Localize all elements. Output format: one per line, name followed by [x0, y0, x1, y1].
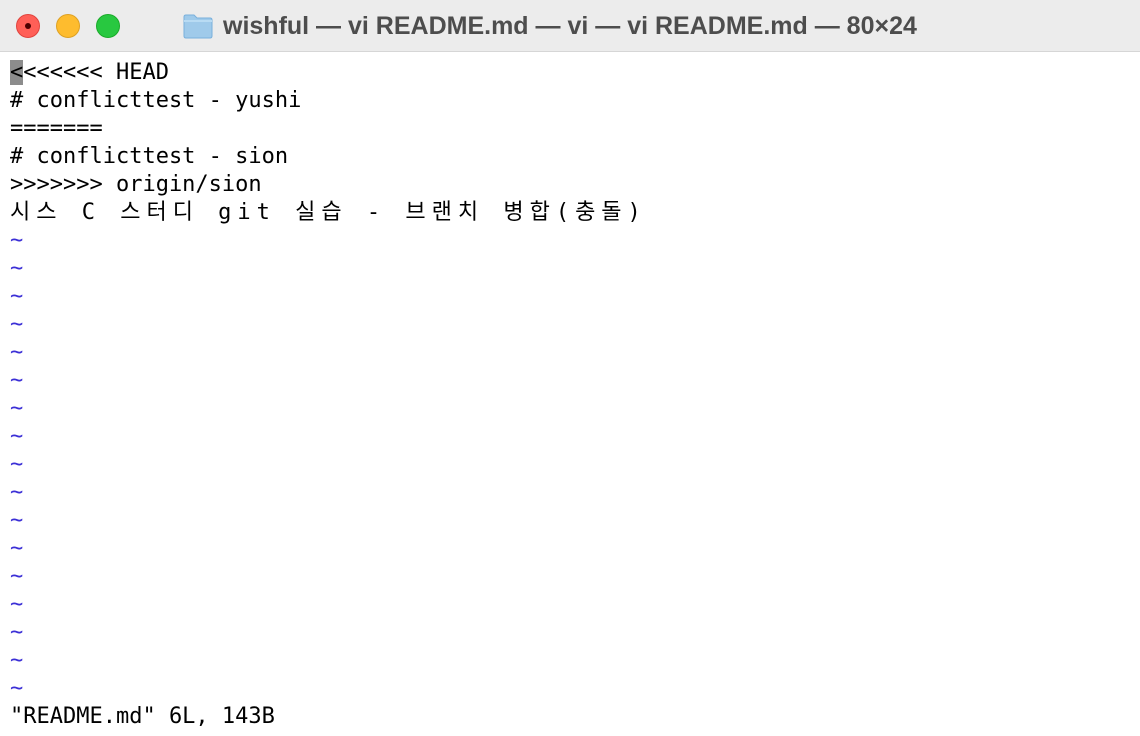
close-button[interactable] [16, 14, 40, 38]
empty-line-tilde: ~ [10, 368, 24, 393]
empty-line-tilde: ~ [10, 396, 24, 421]
window-title-group: wishful — vi README.md — vi — vi README.… [183, 10, 917, 42]
close-icon [25, 23, 31, 29]
empty-line-tilde: ~ [10, 592, 24, 617]
buffer-line: ======= [10, 116, 103, 141]
empty-line-tilde: ~ [10, 256, 24, 281]
buffer-line: >>>>>>> origin/sion [10, 172, 262, 197]
zoom-button[interactable] [96, 14, 120, 38]
buffer-line: # conflicttest - sion [10, 144, 289, 169]
minimize-button[interactable] [56, 14, 80, 38]
folder-icon [183, 14, 213, 39]
empty-line-tilde: ~ [10, 564, 24, 589]
empty-line-tilde: ~ [10, 340, 24, 365]
empty-line-tilde: ~ [10, 676, 24, 701]
buffer-line: 시스 C 스터디 git 실습 - 브랜치 병합(충돌) [10, 200, 647, 225]
empty-line-tilde: ~ [10, 452, 24, 477]
window-title: wishful — vi README.md — vi — vi README.… [223, 11, 917, 40]
empty-line-tilde: ~ [10, 284, 24, 309]
empty-line-tilde: ~ [10, 508, 24, 533]
status-line: "README.md" 6L, 143B [10, 704, 275, 729]
empty-line-tilde: ~ [10, 536, 24, 561]
title-bar[interactable]: wishful — vi README.md — vi — vi README.… [0, 0, 1140, 52]
vi-editor-buffer[interactable]: <<<<<<< HEAD # conflicttest - yushi ====… [10, 59, 1130, 731]
buffer-line: <<<<<<< HEAD [10, 59, 1130, 87]
buffer-line: # conflicttest - yushi [10, 88, 302, 113]
empty-line-tilde: ~ [10, 424, 24, 449]
empty-line-tilde: ~ [10, 480, 24, 505]
text-cursor: < [10, 60, 24, 85]
empty-line-tilde: ~ [10, 312, 24, 337]
empty-line-tilde: ~ [10, 620, 24, 645]
empty-line-tilde: ~ [10, 228, 24, 253]
line-text: <<<<<< HEAD [23, 60, 169, 85]
empty-line-tilde: ~ [10, 648, 24, 673]
